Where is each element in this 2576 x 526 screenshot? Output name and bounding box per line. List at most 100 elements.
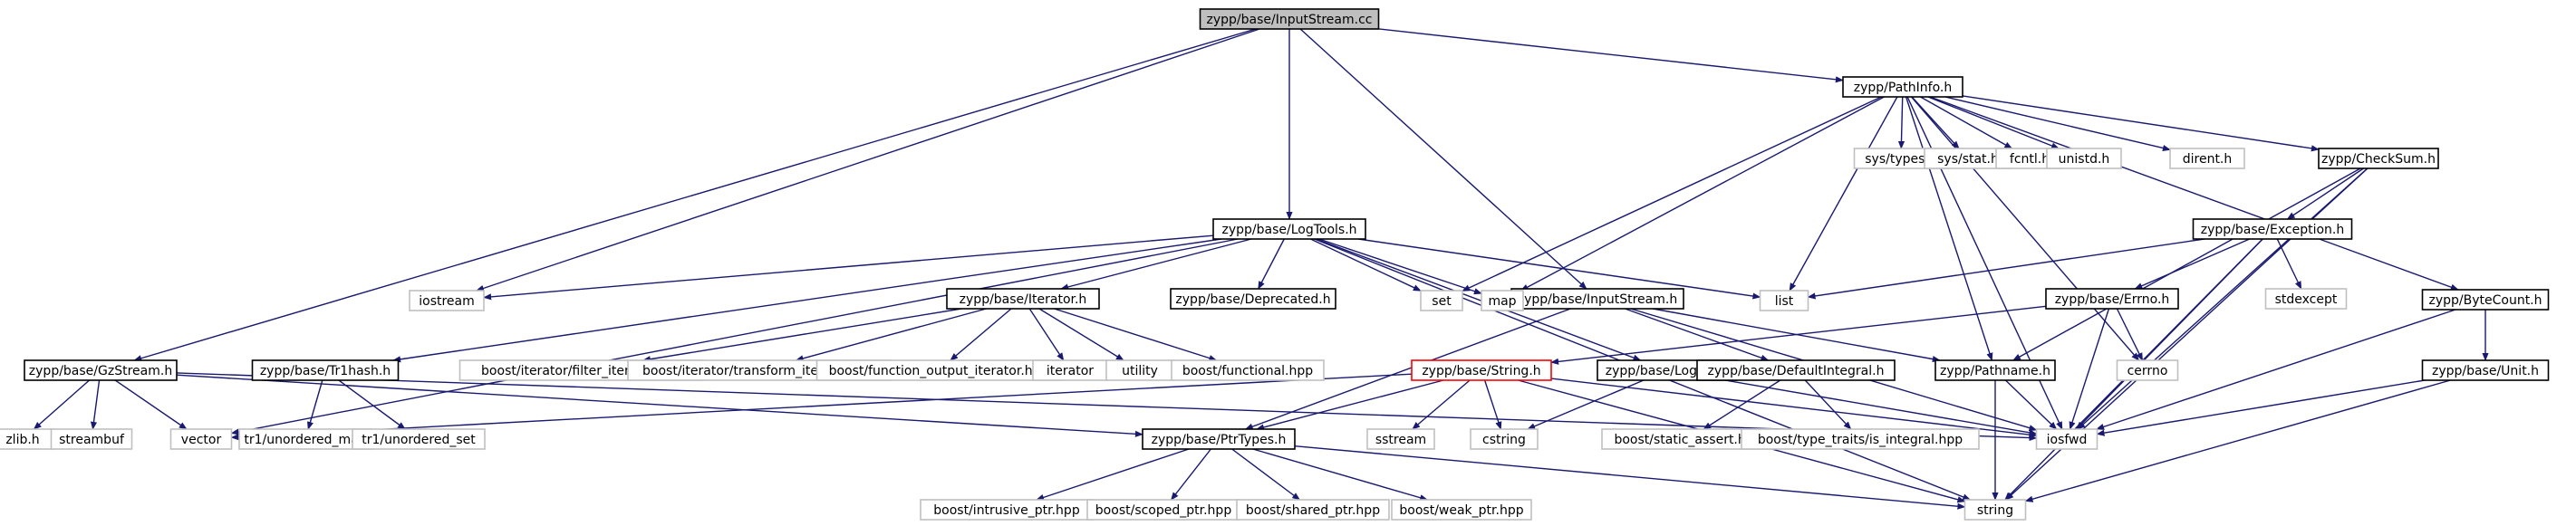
node-label: zypp/Pathname.h [1940,364,2050,378]
node-label: string [1977,503,2013,518]
node-box [24,359,178,381]
graph-edge [483,234,1214,301]
node-label: sstream [1375,433,1426,447]
node-box [2421,289,2550,311]
graph-node-pathname[interactable]: zypp/Pathname.h [1934,359,2056,381]
node-label: zypp/PathInfo.h [1854,81,1952,95]
edge-checksum-to-pathname [2012,167,2361,361]
graph-edge [1550,378,2038,438]
graph-node-pathinfo[interactable]: zypp/PathInfo.h [1842,76,1963,98]
node-label: list [1775,294,1794,309]
node-box [251,359,400,381]
graph-node-functional[interactable]: boost/functional.hpp [1171,359,1325,381]
graph-node-cerrno[interactable]: cerrno [2116,359,2179,381]
node-box [2264,288,2348,310]
node-box [2045,288,2179,310]
edge-iterator-h-to-utility [1038,308,1124,361]
node-label: zypp/base/Iterator.h [960,292,1087,307]
graph-edge [476,28,1260,292]
node-label: map [1488,294,1516,309]
node-label: boost/function_output_iterator.hpp [829,364,1049,378]
node-label: zypp/base/GzStream.h [29,364,172,378]
node-label: zypp/base/LogTools.h [1221,223,1356,237]
node-label: boost/type_traits/is_integral.hpp [1758,433,1963,447]
graph-edge [1653,308,1941,363]
graph-node-unordered-set[interactable]: tr1/unordered_set [352,428,486,450]
graph-node-defaultint[interactable]: zypp/base/DefaultIntegral.h [1696,359,1896,381]
edge-exception-to-errno [2134,238,2250,290]
edge-logtools-to-set [1310,238,1422,292]
edge-string-h-to-cstring [1483,379,1502,430]
graph-node-tr1hash[interactable]: zypp/base/Tr1hash.h [251,359,400,381]
graph-node-stdexcept[interactable]: stdexcept [2264,288,2348,310]
graph-node-is-integral[interactable]: boost/type_traits/is_integral.hpp [1741,428,1980,450]
graph-node-unit[interactable]: zypp/base/Unit.h [2421,359,2550,381]
graph-node-ptrtypes[interactable]: zypp/base/PtrTypes.h [1142,428,1296,450]
graph-node-static-assert[interactable]: boost/static_assert.hpp [1601,428,1775,450]
graph-node-funcout-it[interactable]: boost/function_output_iterator.hpp [815,359,1062,381]
node-label: unistd.h [2059,152,2110,167]
node-box [1171,359,1325,381]
graph-node-bytecount[interactable]: zypp/ByteCount.h [2421,289,2550,311]
graph-node-string[interactable]: string [1963,499,2027,521]
graph-node-iterator[interactable]: iterator [1032,359,1108,381]
graph-node-iterator-h[interactable]: zypp/base/Iterator.h [946,288,1100,310]
graph-node-root[interactable]: zypp/base/InputStream.cc [1199,8,1380,30]
graph-node-cstring[interactable]: cstring [1470,428,1539,450]
node-label: zypp/base/String.h [1422,364,1540,378]
node-label: zypp/ByteCount.h [2428,293,2542,308]
graph-edge [2096,379,2426,436]
graph-node-zlib[interactable]: zlib.h [0,428,54,450]
graph-node-utility[interactable]: utility [1105,359,1174,381]
graph-node-logtools[interactable]: zypp/base/LogTools.h [1212,218,1366,240]
graph-node-exception[interactable]: zypp/base/Exception.h [2192,218,2353,240]
graph-node-checksum[interactable]: zypp/CheckSum.h [2318,148,2439,169]
graph-edge [1625,308,1770,361]
graph-node-gzstream[interactable]: zypp/base/GzStream.h [24,359,178,381]
graph-node-iosfwd[interactable]: iosfwd [2035,428,2098,450]
node-label: set [1432,294,1452,309]
edge-logtools-to-tr1hash [392,238,1222,363]
graph-node-vector[interactable]: vector [169,428,233,450]
graph-node-list[interactable]: list [1759,290,1809,311]
node-label: iosfwd [2047,433,2088,447]
graph-node-shared[interactable]: boost/shared_ptr.hpp [1236,499,1390,521]
node-box [50,428,133,450]
node-label: zypp/base/Exception.h [2201,223,2344,237]
graph-node-intrusive[interactable]: boost/intrusive_ptr.hpp [920,499,1094,521]
graph-node-deprecated[interactable]: zypp/base/Deprecated.h [1170,288,1336,310]
graph-edge [338,379,406,430]
graph-edge [1412,379,1471,430]
graph-edge [642,308,962,363]
edge-inputstream-h-to-pathname [1653,308,1941,363]
graph-node-streambuf[interactable]: streambuf [50,428,133,450]
graph-node-sstream[interactable]: sstream [1366,428,1435,450]
graph-node-weak[interactable]: boost/weak_ptr.hpp [1391,499,1532,521]
node-box [1934,359,2056,381]
graph-edge [1929,96,2459,291]
graph-node-scoped[interactable]: boost/scoped_ptr.hpp [1086,499,1240,521]
graph-node-map[interactable]: map [1481,290,1524,311]
edge-string-h-to-vector [230,373,1413,441]
graph-node-unordered-map[interactable]: tr1/unordered_map [238,428,372,450]
node-box [1759,290,1809,311]
node-label: zypp/base/InputStream.h [1518,292,1677,307]
graph-edge [230,238,1239,435]
edge-root-to-gzstream [133,28,1257,362]
edge-ptrtypes-to-scoped [1171,448,1211,501]
graph-node-set[interactable]: set [1420,290,1463,311]
node-box [1199,8,1380,30]
graph-node-string-h[interactable]: zypp/base/String.h [1411,359,1552,381]
graph-edge [1804,379,1852,430]
graph-edge [1244,308,1571,430]
edge-checksum-to-exception [2286,167,2364,220]
graph-node-dirent[interactable]: dirent.h [2169,148,2245,169]
graph-edge [1318,238,1482,295]
node-label: boost/static_assert.hpp [1614,433,1761,447]
graph-node-iostream[interactable]: iostream [409,290,485,311]
graph-node-unistd[interactable]: unistd.h [2046,148,2122,169]
graph-node-errno[interactable]: zypp/base/Errno.h [2045,288,2179,310]
node-label: zlib.h [5,433,39,447]
graph-node-inputstream-h[interactable]: zypp/base/InputStream.h [1510,288,1684,310]
graph-edge [90,379,101,430]
